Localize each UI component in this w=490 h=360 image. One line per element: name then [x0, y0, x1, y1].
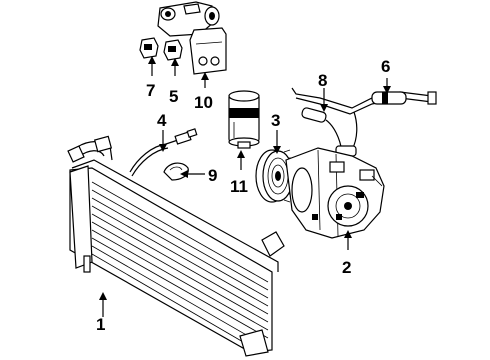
callout-11: 11: [230, 177, 248, 196]
callout-1: 1: [96, 315, 105, 334]
receiver-drier-part: [228, 90, 260, 149]
suction-hose-part: [291, 87, 437, 157]
callout-4: 4: [157, 111, 167, 130]
compressor-part: [285, 147, 385, 239]
seal-part: [163, 162, 189, 181]
callout-7: 7: [146, 81, 155, 100]
manifold-bracket-part: [157, 1, 227, 75]
callout-3: 3: [271, 111, 280, 130]
condenser-part: [67, 135, 285, 357]
callout-5: 5: [169, 87, 178, 106]
callout-2: 2: [342, 258, 351, 277]
callout-6: 6: [381, 57, 390, 76]
callout-10: 10: [194, 93, 213, 112]
callout-8: 8: [318, 71, 327, 90]
pressure-switch-part-5: [163, 39, 183, 61]
callout-9: 9: [208, 166, 217, 185]
clutch-pulley-part: [255, 149, 294, 203]
pressure-switch-part-7: [139, 37, 159, 59]
callout-labels: 1 2 3 4 5 6 7 8 9 10: [96, 56, 391, 334]
